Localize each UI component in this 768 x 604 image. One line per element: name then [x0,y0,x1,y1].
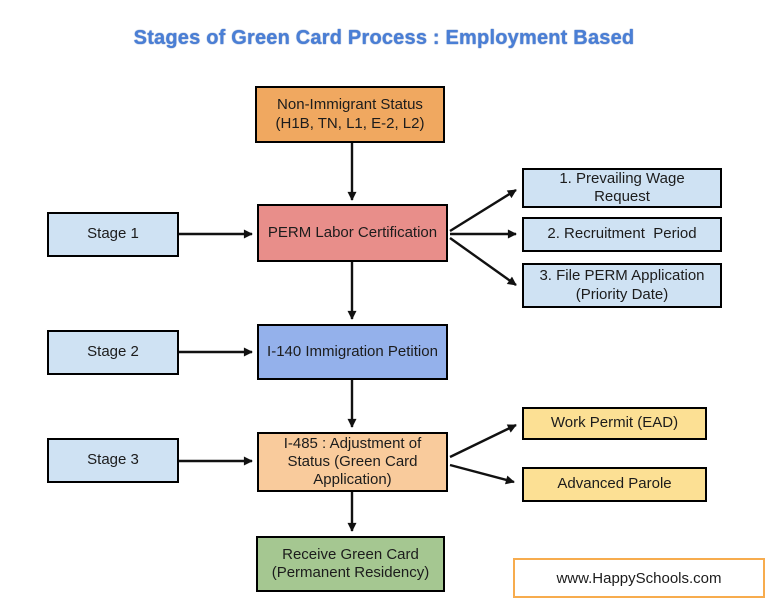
watermark-box: www.HappySchools.com [513,558,765,598]
node-receive-green-card: Receive Green Card (Permanent Residency) [256,536,445,592]
node-file-perm-application: 3. File PERM Application (Priority Date) [522,263,722,308]
node-non-immigrant-status: Non-Immigrant Status (H1B, TN, L1, E-2, … [255,86,445,143]
node-work-permit-ead: Work Permit (EAD) [522,407,707,440]
node-advanced-parole: Advanced Parole [522,467,707,502]
node-recruitment-period: 2. Recruitment Period [522,217,722,252]
arrow-i485-to-work-permit [449,423,517,459]
page-title: Stages of Green Card Process : Employmen… [133,27,635,49]
node-stage-2: Stage 2 [47,330,179,375]
node-stage-3: Stage 3 [47,438,179,483]
arrow-perm-to-file-perm [449,237,517,286]
arrow-i485-to-advanced-parole [449,463,515,485]
watermark-text: www.HappySchools.com [556,569,722,587]
node-i485-adjustment-of-status: I-485 : Adjustment of Status (Green Card… [257,432,448,492]
node-perm-labor-certification: PERM Labor Certification [257,204,448,262]
node-prevailing-wage-request: 1. Prevailing Wage Request [522,168,722,208]
node-i140-immigration-petition: I-140 Immigration Petition [257,324,448,380]
node-stage-1: Stage 1 [47,212,179,257]
arrow-perm-to-prevailing-wage [449,188,517,233]
